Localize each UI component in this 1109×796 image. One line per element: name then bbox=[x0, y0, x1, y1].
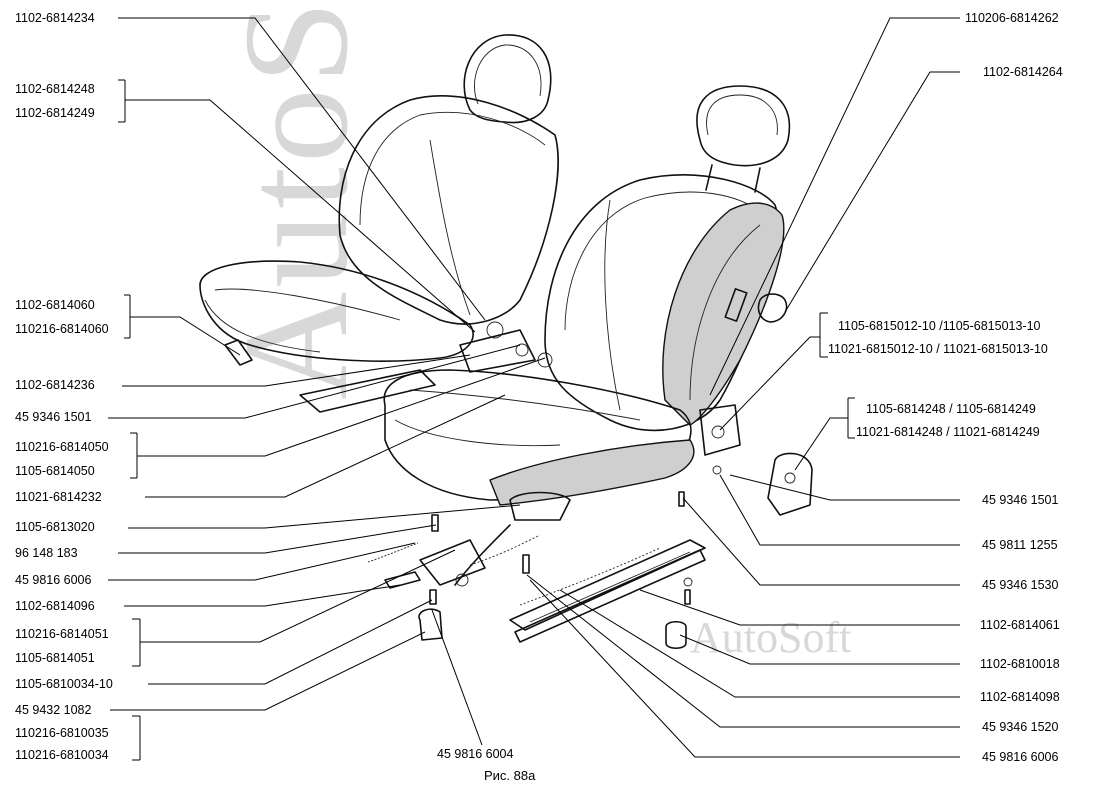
part-label: 110216-6814051 bbox=[15, 627, 109, 641]
part-label: 45 9816 6006 bbox=[982, 750, 1059, 764]
part-label: 1105-6813020 bbox=[15, 520, 95, 534]
part-label: 1102-6814098 bbox=[980, 690, 1060, 704]
part-label: 11021-6814248 / 11021-6814249 bbox=[856, 425, 1040, 439]
part-label: 45 9346 1501 bbox=[982, 493, 1059, 507]
part-label: 1102-6814249 bbox=[15, 106, 95, 120]
part-label: 1102-6814248 bbox=[15, 82, 95, 96]
part-label: 1102-6814060 bbox=[15, 298, 95, 312]
part-label: 110216-6810035 bbox=[15, 726, 109, 740]
part-label: 45 9816 6006 bbox=[15, 573, 92, 587]
part-label: 45 9346 1520 bbox=[982, 720, 1059, 734]
part-label: 1105-6810034-10 bbox=[15, 677, 113, 691]
part-label: 45 9432 1082 bbox=[15, 703, 92, 717]
part-label: 45 9816 6004 bbox=[437, 747, 514, 761]
right-seat-drawing bbox=[383, 85, 791, 521]
part-label: 1102-6814264 bbox=[983, 65, 1063, 79]
part-label: 1105-6814050 bbox=[15, 464, 95, 478]
small-parts-drawing bbox=[367, 452, 813, 650]
left-seat-drawing bbox=[199, 34, 559, 413]
leader-lines bbox=[108, 17, 960, 761]
part-label: 45 9346 1501 bbox=[15, 410, 92, 424]
part-label: 1105-6815012-10 /1105-6815013-10 bbox=[838, 319, 1041, 333]
part-label: 110216-6810034 bbox=[15, 748, 109, 762]
figure-caption: Рис. 88а bbox=[484, 768, 536, 783]
part-label: 1105-6814051 bbox=[15, 651, 95, 665]
part-label: 45 9811 1255 bbox=[982, 538, 1058, 552]
part-label: 45 9346 1530 bbox=[982, 578, 1059, 592]
part-label: 110216-6814060 bbox=[15, 322, 109, 336]
part-label: 11021-6815012-10 / 11021-6815013-10 bbox=[828, 342, 1048, 356]
part-label: 1102-6814061 bbox=[980, 618, 1060, 632]
part-label: 1102-6810018 bbox=[980, 657, 1060, 671]
part-label: 110206-6814262 bbox=[965, 11, 1059, 25]
part-label: 1102-6814096 bbox=[15, 599, 95, 613]
part-label: 96 148 183 bbox=[15, 546, 78, 560]
part-label: 1105-6814248 / 1105-6814249 bbox=[866, 402, 1036, 416]
part-label: 1102-6814236 bbox=[15, 378, 95, 392]
part-label: 1102-6814234 bbox=[15, 11, 95, 25]
part-label: 110216-6814050 bbox=[15, 440, 109, 454]
part-label: 11021-6814232 bbox=[15, 490, 102, 504]
